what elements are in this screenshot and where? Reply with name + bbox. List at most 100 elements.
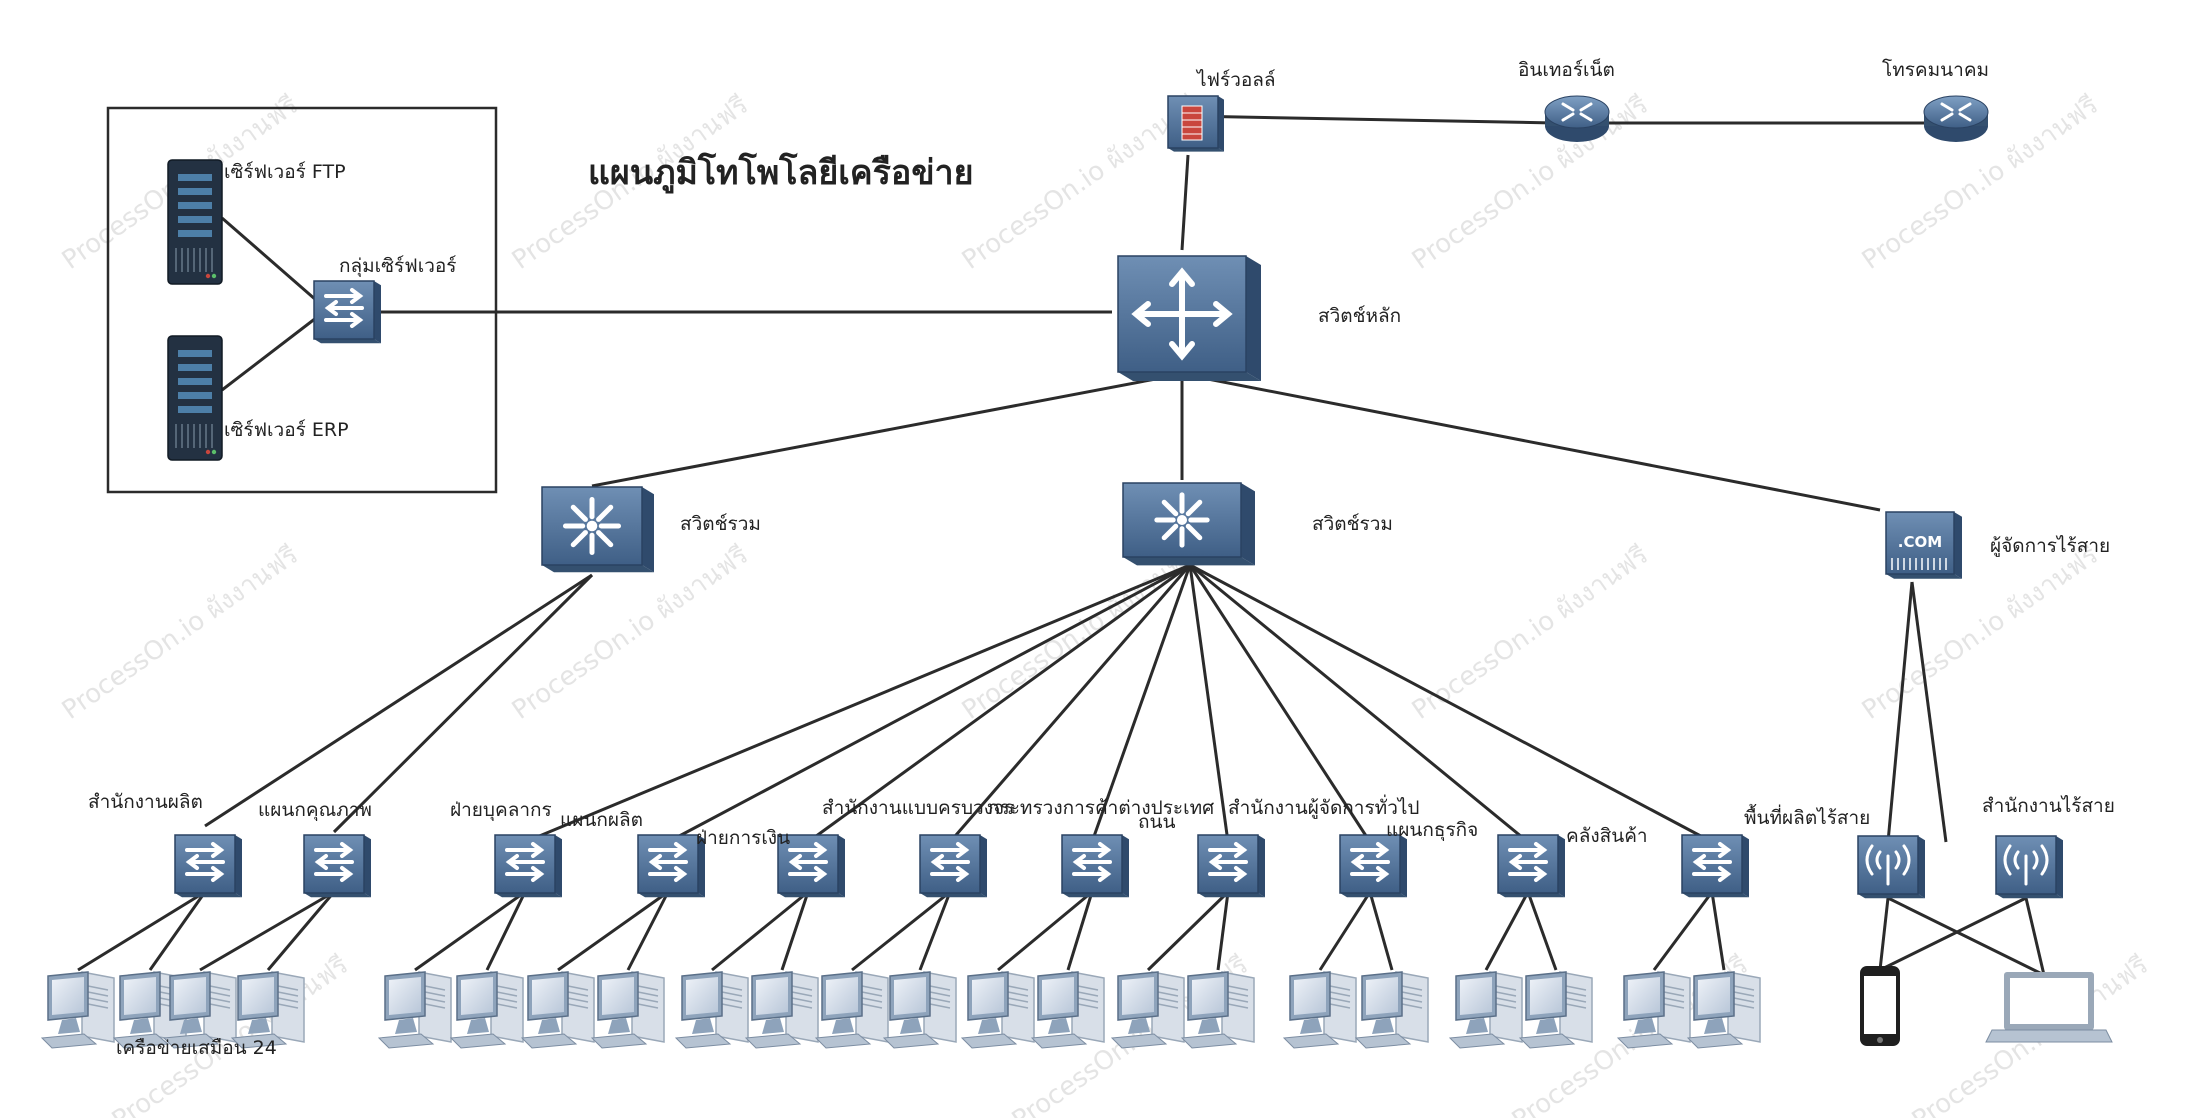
network-link: [1090, 564, 1192, 843]
pc-1-1: [230, 971, 305, 1049]
access-switch-5: [919, 834, 987, 898]
access-link: [199, 890, 335, 972]
smartphone-icon: [1860, 966, 1900, 1046]
wireless-link: [1879, 896, 2027, 972]
dept-label-5: สำนักงานแบบครบวงจร: [822, 797, 1014, 819]
dept-label-3: แผนกผลิต: [560, 809, 643, 831]
agg-switch-center-label: สวิตช์รวม: [1312, 513, 1393, 535]
pc-4-1: [744, 971, 819, 1049]
network-link: [1189, 563, 1713, 844]
pc-10-1: [1686, 971, 1761, 1049]
footnote-label: เครือข่ายเสมือน 24: [116, 1037, 277, 1059]
switch-arrows-icon: [505, 842, 545, 882]
access-switch-4: [777, 834, 845, 898]
access-switch-2: [494, 834, 562, 898]
access-link: [1526, 891, 1558, 971]
core-switch-label: สวิตช์หลัก: [1318, 305, 1401, 327]
dept-label-4: ฝ่ายการเงิน: [696, 827, 790, 849]
firewall-brick-icon: [1181, 105, 1203, 141]
network-link: [1187, 114, 1556, 125]
network-link: [1189, 563, 1529, 844]
switch-arrows-icon: [1692, 842, 1732, 882]
access-switch-10: [1681, 834, 1749, 898]
wireless-link: [2024, 897, 2046, 976]
router-arrows-icon: [1561, 102, 1593, 122]
access-switch-8: [1339, 834, 1407, 898]
page-title: แผนภูมิโทโพโลยีเครือข่าย: [588, 152, 974, 194]
pc-6-0: [960, 971, 1035, 1049]
watermark-layer: ProcessOn.io ผังงานฟรี ProcessOn.io ผังงา…: [57, 90, 2154, 1118]
access-link: [414, 890, 526, 972]
access-switch-6: [1061, 834, 1129, 898]
firewall-label: ไฟร์วอลล์: [1195, 69, 1276, 91]
network-link: [1886, 581, 1914, 843]
pc-1-0: [162, 971, 237, 1049]
access-link: [780, 891, 810, 971]
switch-arrows-icon: [185, 842, 225, 882]
agg-switch-left-label: สวิตช์รวม: [680, 513, 761, 535]
network-link: [221, 216, 317, 302]
wireless-ap-1: [1995, 835, 2063, 899]
firewall-device: [1167, 95, 1224, 152]
access-link: [918, 891, 952, 971]
dept-label-6: กระทรวงการค้าต่างประเทศ: [988, 797, 1214, 819]
aggregation-switch-center: [1122, 482, 1255, 566]
aggregation-switch-left: [541, 486, 654, 573]
device-layer: .COM: [40, 95, 2113, 1049]
aggregation-icon: [562, 496, 622, 556]
telecom-label: โทรคมนาคม: [1882, 58, 1989, 81]
access-link: [711, 890, 809, 972]
access-switch-1: [303, 834, 371, 898]
core-switch: [1117, 255, 1261, 381]
wireless-link: [1878, 897, 1890, 971]
pc-5-0: [814, 971, 889, 1049]
wireless-link: [1887, 896, 2045, 977]
access-switch-0: [174, 834, 242, 898]
dept-label-10: คลังสินค้า: [1566, 825, 1648, 847]
pc-5-1: [882, 971, 957, 1049]
watermark-text: ProcessOn.io ผังงานฟรี: [57, 540, 304, 726]
watermark-text: ProcessOn.io ผังงานฟรี: [1407, 540, 1654, 726]
pc-8-0: [1282, 971, 1357, 1049]
pc-6-1: [1030, 971, 1105, 1049]
switch-arrows-icon: [1508, 842, 1548, 882]
switch-arrows-icon: [648, 842, 688, 882]
wifi-icon: [2003, 844, 2049, 886]
internet-label: อินเทอร์เน็ต: [1518, 57, 1615, 81]
access-link: [148, 891, 207, 971]
switch-arrows-icon: [930, 842, 970, 882]
access-link: [1216, 891, 1230, 971]
pc-7-1: [1180, 971, 1255, 1049]
internet-router: [1544, 95, 1610, 142]
access-link: [557, 890, 669, 972]
core-switch-arrows-icon: [1131, 267, 1233, 361]
telecom-router: [1923, 95, 1989, 142]
access-link: [626, 891, 670, 971]
access-switch-3: [637, 834, 705, 898]
access-link: [485, 891, 527, 971]
aggregation-icon: [1154, 492, 1210, 548]
ftp-server-label: เซิร์ฟเวอร์ FTP: [224, 161, 346, 183]
switch-arrows-icon: [1072, 842, 1112, 882]
network-link: [948, 564, 1192, 843]
pc-3-1: [590, 971, 665, 1049]
wireless-controller: .COM: [1885, 511, 1962, 579]
network-link: [807, 563, 1191, 844]
access-link: [1318, 891, 1372, 971]
access-link: [266, 891, 336, 971]
pc-9-1: [1518, 971, 1593, 1049]
dept-label-0: สำนักงานผลิต: [88, 791, 203, 813]
switch-arrows-icon: [1350, 842, 1390, 882]
dotcom-icon: .COM: [1898, 533, 1942, 551]
dept-label-1: แผนกคุณภาพ: [258, 799, 372, 822]
erp-server: [167, 335, 223, 461]
access-link: [1066, 891, 1094, 971]
connection-lines: [77, 114, 2046, 977]
network-link: [1188, 564, 1372, 843]
access-link: [1368, 891, 1394, 971]
router-arrows-icon: [1940, 102, 1972, 122]
network-link: [1181, 372, 1881, 512]
watermark-text: ProcessOn.io ผังงานฟรี: [957, 90, 1204, 276]
wireless-controller-label: ผู้จัดการไร้สาย: [1990, 535, 2110, 557]
